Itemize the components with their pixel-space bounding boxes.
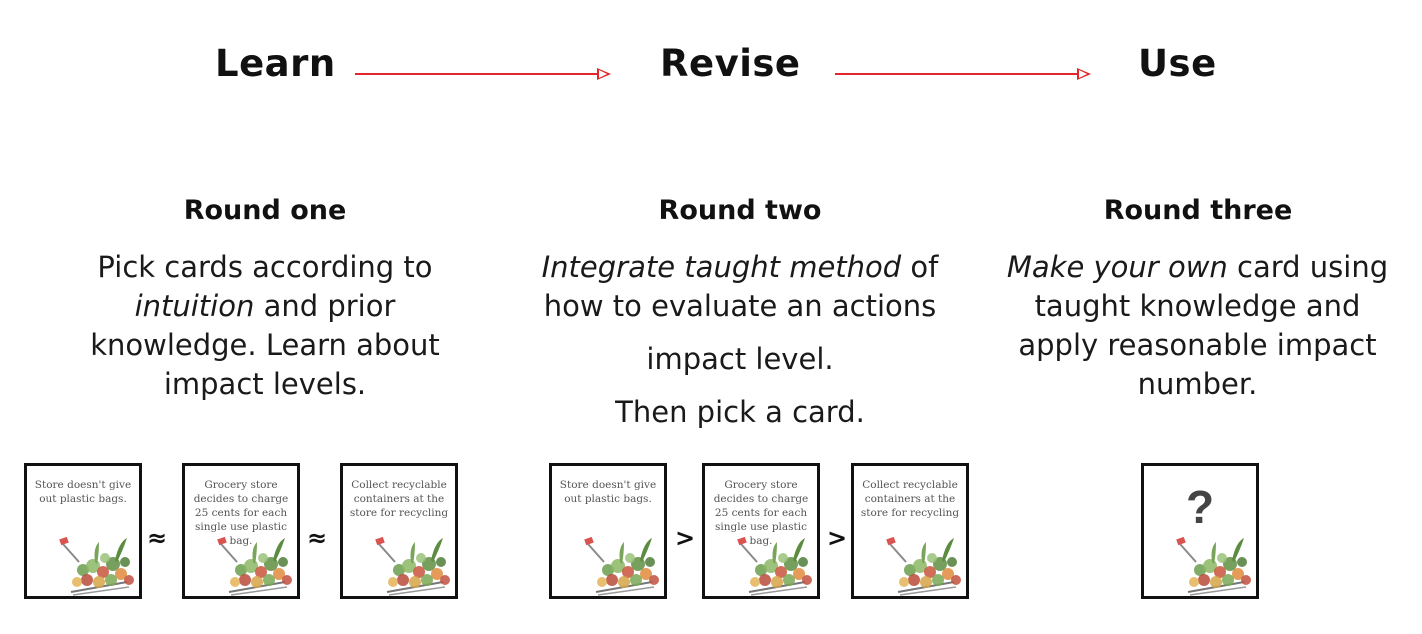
description-line: Make your own card using	[990, 248, 1405, 287]
description-text: impact level.	[646, 342, 834, 376]
grocery-cart-image	[375, 536, 450, 596]
description-line: Then pick a card.	[525, 393, 955, 432]
stage-revise: Revise	[660, 42, 801, 85]
description-line: intuition and prior	[55, 287, 475, 326]
grocery-cart-image	[1176, 536, 1251, 596]
arrow-revise-to-use	[835, 68, 1091, 80]
grocery-cart-image	[217, 536, 292, 596]
description-line: knowledge. Learn about	[55, 326, 475, 365]
description-line: apply reasonable impact	[990, 326, 1405, 365]
description-line: Integrate taught method of	[525, 248, 955, 287]
grocery-cart-image	[59, 536, 134, 596]
description-line: impact level.	[525, 340, 955, 379]
card-collect-recyclables: Collect recyclable containers at the sto…	[851, 463, 969, 599]
description-line: how to evaluate an actions	[525, 287, 955, 326]
stage-learn: Learn	[215, 42, 336, 85]
question-mark-icon: ?	[1185, 481, 1215, 533]
description-text: knowledge. Learn about	[90, 328, 440, 362]
description-text: number.	[1137, 367, 1258, 401]
round-one-title: Round one	[183, 195, 347, 226]
arrow-learn-to-revise	[355, 68, 611, 80]
approx-equal-operator: ≈	[147, 524, 168, 552]
description-text: apply reasonable impact	[1018, 328, 1377, 362]
card-collect-recyclables: Collect recyclable containers at the sto…	[340, 463, 458, 599]
description-text: taught knowledge and	[1034, 289, 1361, 323]
card-charge-plastic-bags: Grocery store decides to charge 25 cents…	[182, 463, 300, 599]
card-text: Grocery store decides to charge 25 cents…	[193, 479, 289, 547]
card-make-your-own: ?	[1141, 463, 1259, 599]
card-charge-plastic-bags: Grocery store decides to charge 25 cents…	[702, 463, 820, 599]
description-text: card using	[1227, 250, 1389, 284]
grocery-cart-image	[737, 536, 812, 596]
description-line: Pick cards according to	[55, 248, 475, 287]
card-text: Collect recyclable containers at the sto…	[349, 479, 449, 519]
greater-than-operator: >	[827, 524, 848, 552]
emphasized-text: Make your own	[1006, 250, 1228, 284]
description-line: number.	[990, 365, 1405, 404]
line-gap	[525, 379, 955, 393]
description-text: Then pick a card.	[615, 395, 865, 429]
approx-equal-operator: ≈	[307, 524, 328, 552]
description-text: impact levels.	[163, 367, 367, 401]
description-text: of	[901, 250, 939, 284]
description-line: taught knowledge and	[990, 287, 1405, 326]
card-text: Grocery store decides to charge 25 cents…	[713, 479, 809, 547]
round-two-title: Round two	[658, 195, 822, 226]
description-line: impact levels.	[55, 365, 475, 404]
grocery-cart-image	[584, 536, 659, 596]
description-text: Pick cards according to	[97, 250, 433, 284]
description-text: and prior	[254, 289, 396, 323]
grocery-cart-image	[886, 536, 961, 596]
card-text: Collect recyclable containers at the sto…	[860, 479, 960, 519]
card-text: Store doesn't give out plastic bags.	[34, 479, 132, 505]
card-text: Store doesn't give out plastic bags.	[559, 479, 657, 505]
card-no-plastic-bags: Store doesn't give out plastic bags.	[24, 463, 142, 599]
round-three-title: Round three	[1103, 195, 1293, 226]
stage-use: Use	[1138, 42, 1217, 85]
greater-than-operator: >	[675, 524, 696, 552]
emphasized-text: intuition	[134, 289, 255, 323]
line-gap	[525, 326, 955, 340]
description-text: how to evaluate an actions	[543, 289, 937, 323]
card-no-plastic-bags: Store doesn't give out plastic bags.	[549, 463, 667, 599]
emphasized-text: Integrate taught method	[541, 250, 902, 284]
